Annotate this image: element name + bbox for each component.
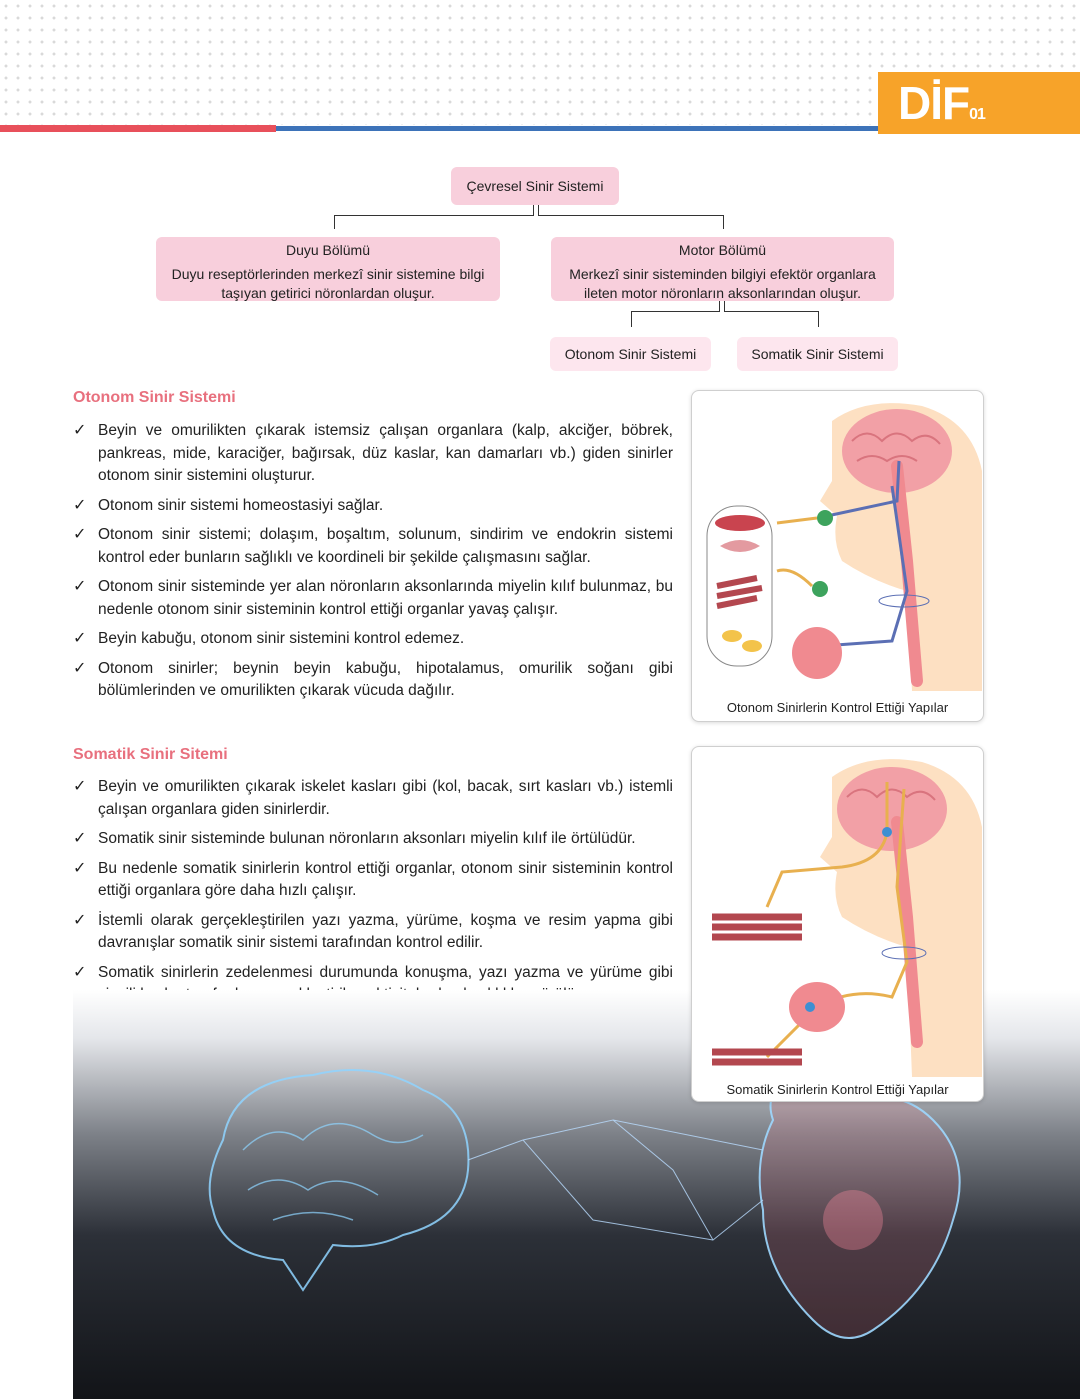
list-item-text: Beyin ve omurilikten çıkarak istemsiz ça…: [98, 422, 673, 484]
somatik-illustration: [712, 759, 982, 1077]
list-item: ✓ İstemli olarak gerçekleştirilen yazı ya…: [73, 910, 673, 955]
connector: [724, 301, 725, 311]
somatik-box: Somatik Sinir Sistemi: [737, 337, 898, 371]
list-item-text: Beyin kabuğu, otonom sinir sistemini kon…: [98, 630, 465, 647]
motor-box: Motor Bölümü Merkezî sinir sisteminden b…: [551, 237, 894, 301]
header-bar-blue: [276, 126, 880, 131]
somatik-figure: Somatik Sinirlerin Kontrol Ettiği Yapıla…: [691, 746, 984, 1102]
connector: [533, 205, 534, 215]
brand-sub: 01: [969, 106, 986, 123]
connector: [724, 311, 819, 312]
list-item: ✓ Beyin ve omurilikten çıkarak istemsiz ç…: [73, 420, 673, 488]
somatik-list: ✓ Beyin ve omurilikten çıkarak iskelet ka…: [73, 776, 673, 1014]
duyu-desc: Duyu reseptörlerinden merkezî sinir sist…: [171, 266, 485, 301]
list-item-text: Otonom sinir sistemi; dolaşım, boşaltım,…: [98, 526, 673, 566]
list-item: ✓ Otonom sinir sistemi; dolaşım, boşaltım…: [73, 524, 673, 569]
check-icon: ✓: [73, 830, 87, 847]
list-item: ✓ Beyin kabuğu, otonom sinir sistemini ko…: [73, 628, 673, 651]
list-item: ✓ Otonom sinir sisteminde yer alan nöronl…: [73, 576, 673, 621]
brand-text: DİF: [898, 77, 970, 129]
check-icon: ✓: [73, 422, 87, 439]
brand-logo: DİF01: [878, 72, 1080, 134]
list-item-text: Beyin ve omurilikten çıkarak iskelet kas…: [98, 778, 673, 818]
list-item: ✓ Beyin ve omurilikten çıkarak iskelet ka…: [73, 776, 673, 821]
list-item-text: Otonom sinirler; beynin beyin kabuğu, hi…: [98, 659, 673, 700]
otonom-section-title: Otonom Sinir Sistemi: [73, 389, 236, 406]
otonom-box-label: Otonom Sinir Sistemi: [564, 346, 697, 362]
otonom-box: Otonom Sinir Sistemi: [550, 337, 711, 371]
connector: [631, 311, 720, 312]
list-item: ✓ Otonom sinirler; beynin beyin kabuğu, h…: [73, 658, 673, 703]
connector: [334, 215, 335, 229]
connector: [538, 205, 539, 215]
connector: [719, 301, 720, 311]
otonom-figure-caption: Otonom Sinirlerin Kontrol Ettiği Yapılar: [726, 700, 949, 715]
chart-root-label: Çevresel Sinir Sistemi: [466, 178, 604, 194]
check-icon: ✓: [73, 496, 87, 514]
connector: [334, 215, 534, 216]
motor-desc: Merkezî sinir sisteminden bilgiyi efektö…: [569, 266, 876, 301]
check-icon: ✓: [73, 778, 87, 795]
somatik-box-label: Somatik Sinir Sistemi: [751, 346, 884, 362]
connector: [538, 215, 724, 216]
check-icon: ✓: [73, 630, 87, 647]
check-icon: ✓: [73, 578, 87, 595]
list-item: ✓ Bu nedenle somatik sinirlerin kontrol e…: [73, 858, 673, 903]
list-item: ✓ Otonom sinir sistemi homeostasiyi sağla…: [73, 495, 673, 518]
duyu-box: Duyu Bölümü Duyu reseptörlerinden merkez…: [156, 237, 500, 301]
list-item-text: Otonom sinir sisteminde yer alan nöronla…: [98, 578, 673, 618]
check-icon: ✓: [73, 963, 87, 981]
list-item-text: Somatik sinir sisteminde bulunan nöronla…: [98, 830, 636, 847]
brain-heart-illustration: [208, 1069, 961, 1339]
otonom-figure: Otonom Sinirlerin Kontrol Ettiği Yapılar: [691, 390, 984, 722]
list-item-text: Otonom sinir sistemi homeostasiyi sağlar…: [98, 496, 384, 514]
somatik-figure-caption: Somatik Sinirlerin Kontrol Ettiği Yapıla…: [726, 1082, 949, 1097]
check-icon: ✓: [73, 859, 87, 877]
connector: [818, 311, 819, 327]
chart-root-box: Çevresel Sinir Sistemi: [451, 167, 619, 205]
otonom-list: ✓ Beyin ve omurilikten çıkarak istemsiz ç…: [73, 420, 673, 710]
header-bar-red: [0, 125, 276, 132]
motor-title: Motor Bölümü: [678, 242, 767, 258]
connector: [723, 215, 724, 229]
check-icon: ✓: [73, 659, 87, 677]
connector: [631, 311, 632, 327]
otonom-illustration: [706, 403, 982, 691]
list-item-text: İstemli olarak gerçekleştirilen yazı yaz…: [98, 911, 673, 952]
list-item-text: Bu nedenle somatik sinirlerin kontrol et…: [98, 859, 673, 900]
list-item: ✓ Somatik sinir sisteminde bulunan nöronl…: [73, 828, 673, 851]
check-icon: ✓: [73, 526, 87, 543]
check-icon: ✓: [73, 911, 87, 929]
duyu-title: Duyu Bölümü: [285, 242, 371, 258]
somatik-section-title: Somatik Sinir Sitemi: [73, 746, 228, 763]
